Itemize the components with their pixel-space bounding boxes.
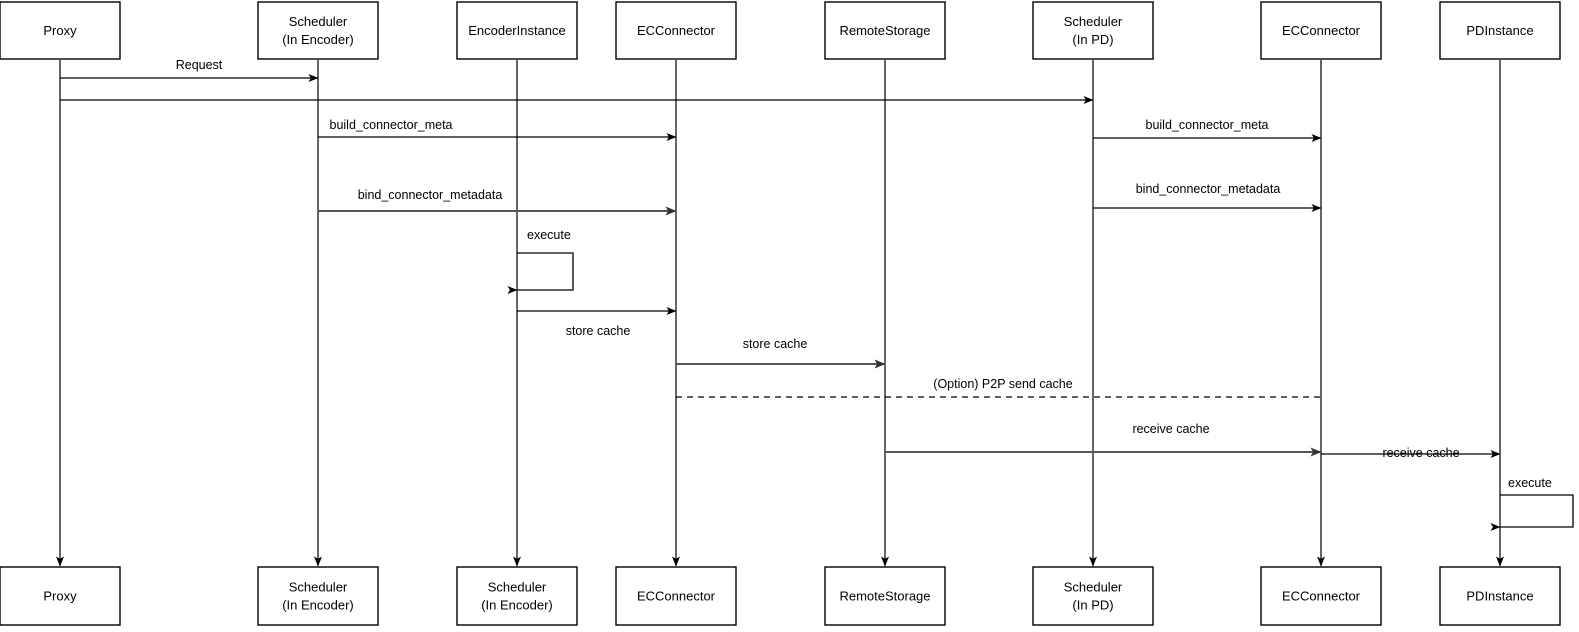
participant-box-rect [1439,566,1561,626]
participant-box-rect [257,1,379,60]
message-label-m5: bind_connector_metadata [358,188,503,202]
participant-sched_enc-bottom[interactable]: Scheduler (In Encoder) [257,566,379,626]
participant-box-rect [0,566,121,626]
participant-box-rect [456,1,578,60]
participant-box-rect [615,1,737,60]
participant-box-rect [615,566,737,626]
participant-label-sub: (In Encoder) [282,597,354,612]
participant-ecc_left-top[interactable]: ECConnector [615,1,737,60]
participant-sched_pd-top[interactable]: Scheduler (In PD) [1032,1,1154,60]
message-labels-layer: Request build_connector_meta build_connect… [176,58,1460,460]
message-label-m7: store cache [566,324,631,338]
message-label-m6: bind_connector_metadata [1136,182,1281,196]
participant-label-main: ECConnector [637,23,716,38]
self-message-s2: execute [1490,476,1574,531]
participant-label-main: Scheduler [289,579,348,594]
participant-ecc_left-bottom[interactable]: ECConnector [615,566,737,626]
lifelines-layer [56,60,1504,567]
participant-box-rect [456,566,578,626]
participant-label-main: ECConnector [1282,588,1361,603]
participant-pd_inst-bottom[interactable]: PDInstance [1439,566,1561,626]
participant-box-rect [1260,566,1382,626]
participant-label-main: PDInstance [1466,588,1533,603]
participant-label-sub: (In Encoder) [481,597,553,612]
message-label-m10: receive cache [1132,422,1209,436]
participant-box-rect [257,566,379,626]
self-message-s1: execute [507,228,574,294]
participant-proxy-top[interactable]: Proxy [0,1,121,60]
self-message-label: execute [1508,476,1552,490]
participant-box-rect [1439,1,1561,60]
participant-label-main: Proxy [43,588,77,603]
participant-box-rect [1032,566,1154,626]
participant-sched_pd-bottom[interactable]: Scheduler (In PD) [1032,566,1154,626]
participant-box-rect [824,566,946,626]
participant-label-sub: (In PD) [1072,32,1113,47]
participant-ecc_right-top[interactable]: ECConnector [1260,1,1382,60]
participant-label-main: ECConnector [1282,23,1361,38]
self-messages-layer: execute execute [507,228,1574,531]
message-label-m1: Request [176,58,223,72]
participant-label-main: RemoteStorage [839,23,930,38]
participant-enc_inst-bottom[interactable]: Scheduler (In Encoder) [456,566,578,626]
message-label-m4: build_connector_meta [1146,118,1269,132]
message-label-m11: receive cache [1382,446,1459,460]
self-message-path [507,252,574,294]
self-message-path [1490,494,1574,531]
message-label-m9: (Option) P2P send cache [933,377,1072,391]
participant-box-rect [0,1,121,60]
participant-remote-bottom[interactable]: RemoteStorage [824,566,946,626]
participant-label-main: Scheduler [1064,579,1123,594]
participant-label-sub: (In PD) [1072,597,1113,612]
participant-label-main: ECConnector [637,588,716,603]
participant-sched_enc-top[interactable]: Scheduler (In Encoder) [257,1,379,60]
participant-label-main: Scheduler [289,14,348,29]
messages-layer [60,74,1501,458]
self-message-label: execute [527,228,571,242]
participant-box-rect [1260,1,1382,60]
participant-label-main: EncoderInstance [468,23,566,38]
participant-label-sub: (In Encoder) [282,32,354,47]
message-label-m8: store cache [743,337,808,351]
participant-remote-top[interactable]: RemoteStorage [824,1,946,60]
participant-pd_inst-top[interactable]: PDInstance [1439,1,1561,60]
participant-label-main: Scheduler [488,579,547,594]
participant-label-main: Proxy [43,23,77,38]
participant-label-main: RemoteStorage [839,588,930,603]
participant-label-main: PDInstance [1466,23,1533,38]
participant-label-main: Scheduler [1064,14,1123,29]
participant-box-rect [824,1,946,60]
message-label-m3: build_connector_meta [330,118,453,132]
participant-proxy-bottom[interactable]: Proxy [0,566,121,626]
participant-enc_inst-top[interactable]: EncoderInstance [456,1,578,60]
participant-box-rect [1032,1,1154,60]
participant-ecc_right-bottom[interactable]: ECConnector [1260,566,1382,626]
